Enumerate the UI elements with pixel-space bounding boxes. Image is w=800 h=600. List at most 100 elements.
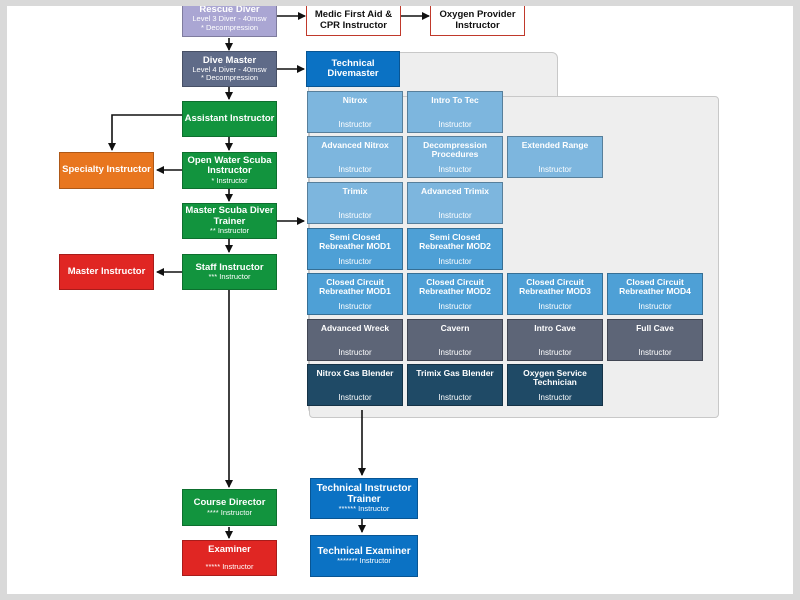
- technical-course-title: Advanced Nitrox: [321, 140, 389, 150]
- oxygen-provider-box: Oxygen Provider Instructor: [430, 6, 525, 36]
- technical-course-sub: Instructor: [538, 301, 572, 311]
- course-director-box: Course Director **** Instructor: [182, 489, 277, 526]
- technical-course-title: Semi Closed Rebreather MOD1: [319, 232, 391, 251]
- arrow-assistant-specialty: [108, 114, 182, 151]
- technical-course-sub: Instructor: [338, 301, 372, 311]
- technical-course-title: Cavern: [440, 323, 470, 333]
- technical-course-title: Intro Cave: [534, 323, 576, 333]
- dive-master-deco: * Decompression: [200, 73, 259, 83]
- technical-course-sub: Instructor: [438, 164, 472, 174]
- diagram-page: Rescue Diver Level 3 Diver - 40msw * Dec…: [7, 6, 793, 594]
- technical-instructor-trainer-sub: ****** Instructor: [338, 504, 390, 514]
- medic-first-aid-title: Medic First Aid & CPR Instructor: [314, 9, 393, 31]
- technical-course-title: Advanced Trimix: [420, 186, 490, 196]
- technical-course-title: Full Cave: [636, 323, 674, 333]
- technical-course-title: Closed Circuit Rebreather MOD1: [319, 277, 391, 296]
- technical-course-sub: Instructor: [538, 347, 572, 357]
- technical-course-title: Closed Circuit Rebreather MOD4: [619, 277, 691, 296]
- assistant-instructor-box: Assistant Instructor: [182, 101, 277, 137]
- technical-course-sub: Instructor: [438, 210, 472, 220]
- technical-course-title: Decompression Procedures: [423, 140, 487, 159]
- technical-examiner-sub: ******* Instructor: [337, 556, 391, 566]
- technical-course-sub: Instructor: [338, 256, 372, 266]
- technical-examiner-box: Technical Examiner ******* Instructor: [310, 535, 418, 577]
- technical-instructor-trainer-title: Technical Instructor Trainer: [316, 483, 412, 506]
- specialty-instructor-box: Specialty Instructor: [59, 152, 154, 189]
- master-scuba-box: Master Scuba Diver Trainer ** Instructor: [182, 203, 277, 239]
- technical-divemaster-box: Technical Divemaster: [306, 51, 400, 87]
- technical-divemaster-title: Technical Divemaster: [327, 57, 379, 79]
- rescue-diver-deco: * Decompression: [200, 22, 259, 32]
- technical-course-title: Nitrox Gas Blender: [316, 368, 394, 378]
- technical-course-sub: Instructor: [438, 119, 472, 129]
- technical-course-title: Trimix: [342, 186, 368, 196]
- technical-course-title: Oxygen Service Technician: [523, 368, 587, 387]
- technical-course-sub: Instructor: [338, 164, 372, 174]
- examiner-sub: ***** Instructor: [205, 562, 254, 572]
- rescue-diver-box: Rescue Diver Level 3 Diver - 40msw * Dec…: [182, 6, 277, 37]
- master-instructor-box: Master Instructor: [59, 254, 154, 290]
- examiner-box: Examiner ***** Instructor: [182, 540, 277, 576]
- technical-course-title: Trimix Gas Blender: [416, 368, 494, 378]
- dive-master-box: Dive Master Level 4 Diver - 40msw * Deco…: [182, 51, 277, 87]
- open-water-box: Open Water Scuba Instructor * Instructor: [182, 152, 277, 189]
- technical-examiner-title: Technical Examiner: [317, 546, 411, 558]
- master-scuba-title: Master Scuba Diver Trainer: [185, 205, 274, 227]
- master-instructor-title: Master Instructor: [67, 265, 146, 277]
- dive-master-level: Level 4 Diver - 40msw: [192, 64, 267, 74]
- technical-course-sub: Instructor: [438, 256, 472, 266]
- technical-course-title: Intro To Tec: [431, 95, 479, 105]
- staff-instructor-sub: *** Instructor: [208, 272, 251, 282]
- technical-course-sub: Instructor: [538, 164, 572, 174]
- staff-instructor-title: Staff Instructor: [195, 261, 264, 273]
- course-director-sub: **** Instructor: [206, 507, 253, 517]
- technical-course-sub: Instructor: [638, 347, 672, 357]
- examiner-title: Examiner: [208, 543, 251, 555]
- technical-instructor-trainer-box: Technical Instructor Trainer ****** Inst…: [310, 478, 418, 519]
- technical-course-title: Extended Range: [521, 140, 589, 150]
- oxygen-provider-title: Oxygen Provider Instructor: [439, 9, 516, 31]
- technical-course-title: Nitrox: [342, 95, 368, 105]
- technical-course-sub: Instructor: [438, 301, 472, 311]
- specialty-instructor-title: Specialty Instructor: [62, 164, 151, 176]
- staff-instructor-box: Staff Instructor *** Instructor: [182, 254, 277, 290]
- course-director-title: Course Director: [193, 497, 266, 509]
- assistant-instructor-title: Assistant Instructor: [184, 112, 275, 124]
- connector-lines: [108, 12, 430, 539]
- technical-course-title: Closed Circuit Rebreather MOD2: [419, 277, 491, 296]
- open-water-sub: * Instructor: [211, 175, 248, 185]
- technical-course-title: Semi Closed Rebreather MOD2: [419, 232, 491, 251]
- master-scuba-sub: ** Instructor: [209, 226, 250, 236]
- technical-course-sub: Instructor: [338, 347, 372, 357]
- rescue-diver-title: Rescue Diver: [199, 6, 260, 16]
- technical-course-sub: Instructor: [538, 392, 572, 402]
- dive-master-title: Dive Master: [202, 54, 257, 66]
- technical-course-sub: Instructor: [438, 392, 472, 402]
- technical-course-title: Closed Circuit Rebreather MOD3: [519, 277, 591, 296]
- medic-first-aid-box: Medic First Aid & CPR Instructor: [306, 6, 401, 36]
- rescue-diver-level: Level 3 Diver - 40msw: [192, 14, 267, 24]
- technical-course-sub: Instructor: [638, 301, 672, 311]
- technical-course-sub: Instructor: [338, 210, 372, 220]
- technical-course-sub: Instructor: [338, 119, 372, 129]
